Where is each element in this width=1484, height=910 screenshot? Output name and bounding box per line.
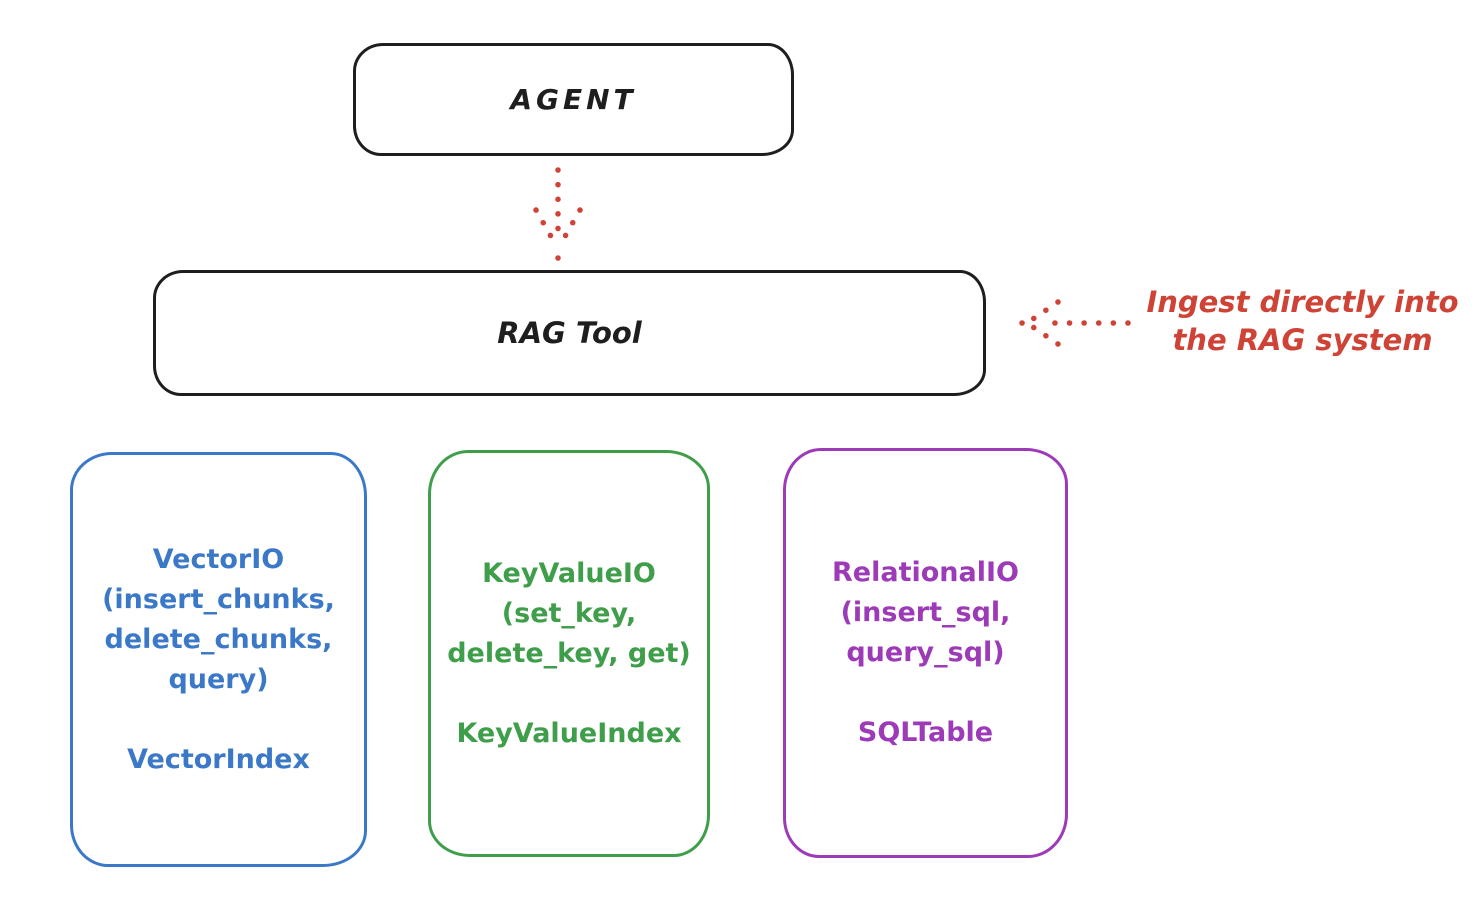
keyvalue-io-line: KeyValueIO <box>482 557 656 589</box>
rag-tool-node-label: RAG Tool <box>497 316 642 350</box>
ingest-annotation-line: Ingest directly into <box>1146 285 1459 319</box>
keyvalue-io-line: (set_key, <box>501 597 637 629</box>
relational-io-line: (insert_sql, <box>840 597 1011 628</box>
relational-io-line: query_sql) <box>846 637 1005 668</box>
vector-io-box: VectorIO (insert_chunks, delete_chunks, … <box>70 452 367 867</box>
ingest-annotation-line: the RAG system <box>1172 323 1433 357</box>
arrow-down-dotted-icon <box>533 167 583 261</box>
relational-io-line: RelationalIO <box>832 557 1019 588</box>
keyvalue-io-footer: KeyValueIndex <box>456 717 682 749</box>
keyvalue-io-line: delete_key, get) <box>447 637 691 669</box>
vector-io-line: query) <box>168 663 269 695</box>
agent-node-label: AGENT <box>510 83 637 116</box>
vector-io-line: VectorIO <box>152 543 285 575</box>
arrow-left-dotted-icon <box>1019 299 1131 347</box>
vector-io-line: (insert_chunks, <box>102 583 335 615</box>
relational-io-box: RelationalIO (insert_sql, query_sql) SQL… <box>783 448 1068 858</box>
keyvalue-io-box: KeyValueIO (set_key, delete_key, get) Ke… <box>428 450 710 857</box>
ingest-annotation: Ingest directly into the RAG system <box>1135 283 1470 359</box>
rag-tool-node: RAG Tool <box>153 270 986 396</box>
vector-io-line: delete_chunks, <box>104 623 333 655</box>
relational-io-footer: SQLTable <box>857 717 994 748</box>
agent-node: AGENT <box>353 43 794 156</box>
vector-io-footer: VectorIndex <box>127 743 310 775</box>
